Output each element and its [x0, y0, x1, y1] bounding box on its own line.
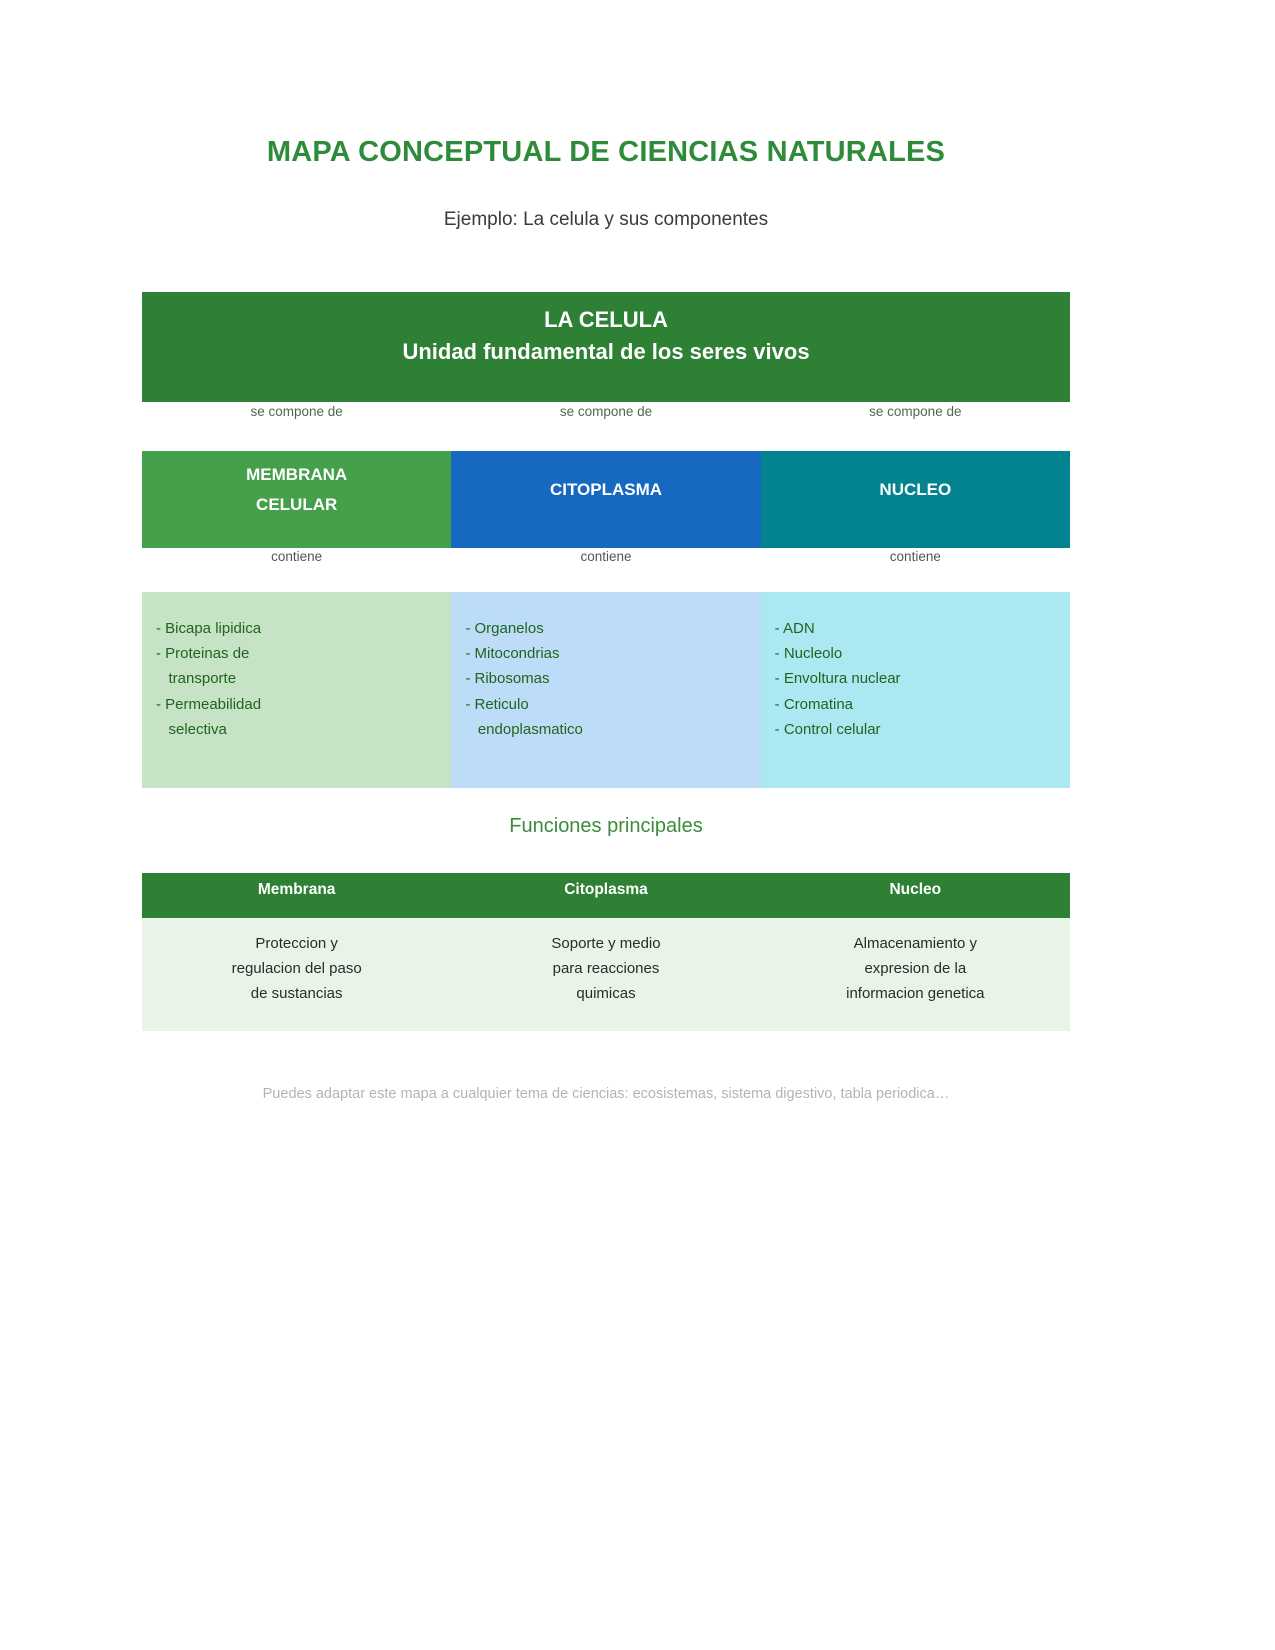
- functions-table-cell-citoplasma: Soporte y medio para reacciones quimicas: [451, 918, 760, 1031]
- detail-item: - Bicapa lipidica: [156, 620, 262, 637]
- footer-note: Puedes adaptar este mapa a cualquier tem…: [262, 1086, 950, 1102]
- detail-node-citoplasma: - Organelos - Mitocondrias - Ribosomas -…: [451, 592, 761, 788]
- detail-item: - Cromatina: [774, 695, 854, 713]
- functions-table-body-row: Proteccion y regulacion del paso de sust…: [142, 918, 1070, 1031]
- detail-item: selectiva: [156, 720, 227, 738]
- cell-line: regulacion del paso: [231, 960, 362, 978]
- detail-item: - Ribosomas: [465, 670, 550, 688]
- cell-line: expresion de la: [864, 960, 967, 978]
- section-heading-funciones: Funciones principales: [509, 815, 703, 837]
- connector-label-contiene-citoplasma: contiene: [580, 549, 632, 564]
- main-concept-node: LA CELULA Unidad fundamental de los sere…: [142, 292, 1070, 402]
- detail-item: - Mitocondrias: [465, 645, 560, 663]
- main-concept-title: LA CELULA: [544, 307, 668, 332]
- detail-item: - Control celular: [774, 720, 881, 738]
- connector-label-citoplasma: se compone de: [559, 404, 653, 419]
- detail-node-row: - Bicapa lipidica - Proteinas de transpo…: [142, 592, 1070, 788]
- category-label-line-1: NUCLEO: [879, 480, 952, 499]
- functions-table-header-nucleo: Nucleo: [889, 881, 942, 898]
- cell-line: Soporte y medio: [551, 935, 661, 952]
- connector-labels-level-1: se compone de se compone de se compone d…: [142, 404, 1070, 419]
- detail-item: transporte: [156, 670, 237, 688]
- cell-line: de sustancias: [250, 985, 343, 1003]
- detail-node-membrana: - Bicapa lipidica - Proteinas de transpo…: [142, 592, 452, 788]
- detail-item: - Envoltura nuclear: [774, 670, 901, 688]
- cell-line: quimicas: [576, 985, 636, 1003]
- category-label-line-2: CELULAR: [256, 494, 338, 514]
- category-label-line-1: MEMBRANA: [246, 465, 348, 484]
- connector-label-membrana: se compone de: [250, 404, 343, 419]
- category-node-citoplasma: CITOPLASMA: [451, 451, 761, 548]
- cell-line: Almacenamiento y: [853, 935, 978, 952]
- connector-label-contiene-membrana: contiene: [271, 549, 323, 564]
- cell-line: Proteccion y: [255, 935, 338, 952]
- connector-label-contiene-nucleo: contiene: [889, 549, 941, 564]
- detail-item: - ADN: [774, 620, 815, 637]
- functions-table-header-citoplasma: Citoplasma: [564, 881, 648, 898]
- cell-line: informacion genetica: [846, 985, 985, 1003]
- functions-table-header-membrana: Membrana: [257, 881, 336, 898]
- functions-table-header-row: Membrana Citoplasma Nucleo: [142, 873, 1070, 918]
- category-label-line-1: CITOPLASMA: [549, 480, 663, 499]
- category-node-row: MEMBRANA CELULAR CITOPLASMA NUCLEO: [142, 451, 1070, 548]
- detail-item: endoplasmatico: [465, 720, 583, 738]
- detail-item: - Reticulo: [465, 695, 529, 713]
- cell-line: para reacciones: [552, 960, 660, 978]
- category-node-nucleo: NUCLEO: [760, 451, 1070, 548]
- category-node-membrana-celular: MEMBRANA CELULAR: [142, 451, 452, 548]
- detail-node-nucleo: - ADN - Nucleolo - Envoltura nuclear - C…: [760, 592, 1070, 788]
- functions-table: Membrana Citoplasma Nucleo Proteccion y …: [142, 873, 1070, 1031]
- detail-item: - Organelos: [465, 620, 544, 637]
- main-concept-description: Unidad fundamental de los seres vivos: [402, 338, 810, 364]
- page-subtitle: Ejemplo: La celula y sus componentes: [443, 209, 769, 230]
- functions-table-cell-membrana: Proteccion y regulacion del paso de sust…: [142, 918, 451, 1031]
- connector-labels-level-2: contiene contiene contiene: [142, 549, 1070, 564]
- connector-label-nucleo: se compone de: [869, 404, 962, 419]
- detail-item: - Permeabilidad: [156, 695, 262, 713]
- page-title: MAPA CONCEPTUAL DE CIENCIAS NATURALES: [266, 136, 946, 168]
- detail-item: - Nucleolo: [774, 645, 843, 663]
- functions-table-cell-nucleo: Almacenamiento y expresion de la informa…: [761, 918, 1070, 1031]
- detail-item: - Proteinas de: [156, 645, 250, 663]
